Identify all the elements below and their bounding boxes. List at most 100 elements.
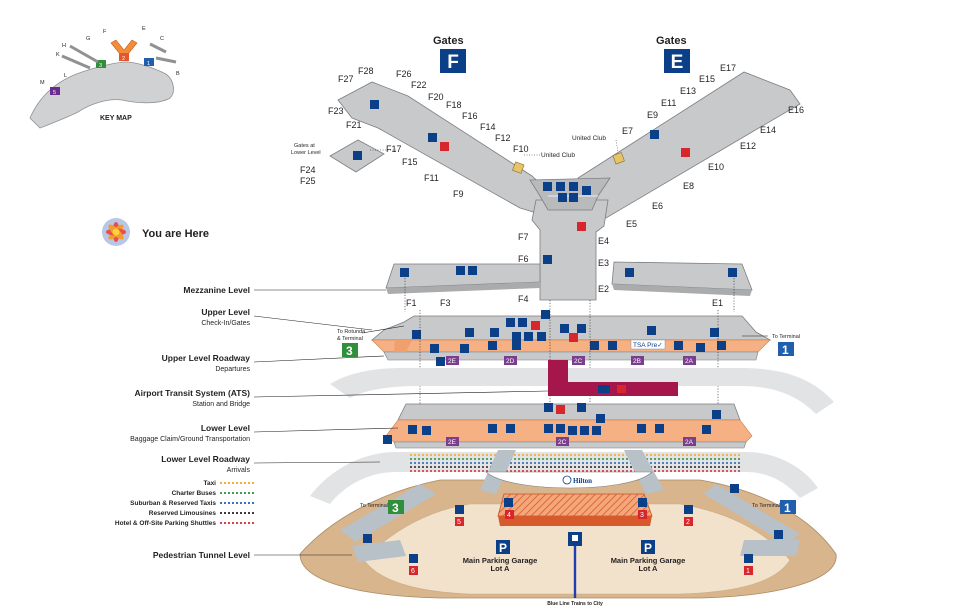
accessibility-icon [717, 341, 726, 350]
restroom-icon [556, 182, 565, 191]
restroom-icon [353, 151, 362, 160]
svg-text:Gates: Gates [656, 35, 687, 47]
accessibility-icon [569, 193, 578, 202]
tsa-precheck-badge: TSA Pre✓ [630, 339, 666, 350]
you-are-here-label: You are Here [142, 228, 209, 240]
svg-text:Main Parking Garage: Main Parking Garage [463, 556, 538, 565]
gate-f10: F10 [513, 144, 529, 154]
terminal-3-upper-link: To Rotunda & Terminal 3 [337, 325, 405, 358]
elevator-icon [580, 426, 589, 435]
first-aid-icon [531, 321, 540, 330]
key-map-letter: B [176, 71, 180, 77]
accessibility-icon [436, 357, 445, 366]
restroom-icon [456, 266, 465, 275]
gate-f27: F27 [338, 74, 354, 84]
elevator-icon [460, 344, 469, 353]
escalator-icon [577, 403, 586, 412]
door-2a: 2A [683, 356, 696, 365]
label-mezzanine-level: Mezzanine Level [183, 285, 386, 295]
svg-text:Reserved Limousines: Reserved Limousines [149, 510, 217, 517]
parking-left: P Main Parking Garage Lot A [463, 540, 538, 573]
elevator-icon [712, 410, 721, 419]
legend-taxi: Taxi [203, 480, 254, 487]
first-aid-icon [440, 142, 449, 151]
key-map-terminal-5 [50, 87, 60, 95]
tunnel-exit-1: 1 [744, 566, 753, 575]
elevator-icon [430, 344, 439, 353]
svg-text:Upper Level Roadway: Upper Level Roadway [162, 353, 251, 363]
lower-level-amenities: 2E 2C 2A [383, 403, 721, 446]
legend-charter-buses: Charter Buses [172, 490, 254, 497]
gate-f14: F14 [480, 122, 496, 132]
svg-text:1: 1 [746, 568, 750, 575]
upper-level-amenities: TSA Pre✓ 2E 2D 2C 2B 2A [412, 310, 726, 366]
telephone-icon [512, 332, 521, 341]
gate-f20: F20 [428, 92, 444, 102]
elevator-icon [400, 268, 409, 277]
key-map-letter: K [56, 52, 60, 58]
gate-f15: F15 [402, 157, 418, 167]
terminal-1-upper-link: To Terminal 1 [742, 334, 800, 357]
svg-text:Station and Bridge: Station and Bridge [192, 401, 250, 408]
gates-f-letter: F [447, 52, 459, 73]
svg-text:2: 2 [686, 519, 690, 526]
door-2c: 2C [572, 356, 585, 365]
key-map-letter: F [103, 29, 107, 35]
gate-e12: E12 [740, 141, 756, 151]
gate-e6: E6 [652, 201, 663, 211]
elevator-icon [608, 341, 617, 350]
escalator-icon [558, 193, 567, 202]
gate-f23: F23 [328, 106, 344, 116]
accessibility-icon [524, 332, 533, 341]
key-map-letter: E [142, 26, 146, 32]
key-map-letter: H [62, 43, 66, 49]
united-club-marker [512, 161, 525, 174]
parking-icon: P [499, 541, 507, 555]
terminal-3-badge: 3 [392, 501, 399, 515]
ground-transport-legend: Taxi Charter Buses Suburban & Reserved T… [115, 480, 254, 527]
svg-text:Suburban & Reserved Taxis: Suburban & Reserved Taxis [130, 500, 216, 507]
door-2e-lower: 2E [446, 437, 459, 446]
svg-text:2E: 2E [448, 439, 457, 446]
restroom-icon [596, 414, 605, 423]
gate-f9: F9 [453, 189, 464, 199]
gate-e1: E1 [712, 298, 723, 308]
tunnel-exit-3: 3 [638, 510, 647, 519]
gates-e-labels: E17 E15 E13 E11 E9 E7 E16 E14 E12 E10 E8… [598, 63, 804, 308]
door-2c-lower: 2C [556, 437, 569, 446]
gate-f7: F7 [518, 232, 529, 242]
svg-text:To Terminal: To Terminal [752, 503, 780, 509]
svg-text:2B: 2B [633, 358, 641, 365]
hilton-logo-icon [562, 475, 572, 485]
walkway-icon [363, 534, 372, 543]
terminal-1-badge: 1 [784, 501, 791, 515]
elevator-icon [544, 403, 553, 412]
terminal-1-badge: 1 [782, 343, 789, 357]
svg-text:Arrivals: Arrivals [227, 467, 251, 474]
restroom-icon [543, 255, 552, 264]
escalator-icon [674, 341, 683, 350]
key-map-terminal-1 [144, 58, 154, 66]
restroom-icon [428, 133, 437, 142]
gate-e13: E13 [680, 86, 696, 96]
gates-lower-level-note: Gates at [294, 143, 315, 149]
elevator-icon [577, 324, 586, 333]
gates-e-header: Gates E [656, 35, 690, 73]
level-labels: Mezzanine Level Upper Level Check-In/Gat… [130, 285, 549, 560]
key-map: F E C H G K L M B 3 2 1 5 KEY MAP [29, 26, 180, 129]
elevator-icon [625, 268, 634, 277]
first-aid-icon [681, 148, 690, 157]
restroom-icon [650, 130, 659, 139]
tunnel-exit-5: 5 [455, 517, 464, 526]
svg-text:Charter Buses: Charter Buses [172, 490, 217, 497]
label-ats: Airport Transit System (ATS) Station and… [134, 388, 549, 408]
svg-text:2E: 2E [448, 358, 457, 365]
svg-text:Lot A: Lot A [491, 564, 510, 573]
restroom-icon [710, 328, 719, 337]
gate-e7: E7 [622, 126, 633, 136]
label-pedestrian-tunnel: Pedestrian Tunnel Level [153, 550, 352, 560]
key-map-letter: M [40, 80, 45, 86]
security-icon [569, 333, 578, 342]
label-lower-level: Lower Level Baggage Claim/Ground Transpo… [130, 423, 399, 443]
luggage-icon [488, 424, 497, 433]
